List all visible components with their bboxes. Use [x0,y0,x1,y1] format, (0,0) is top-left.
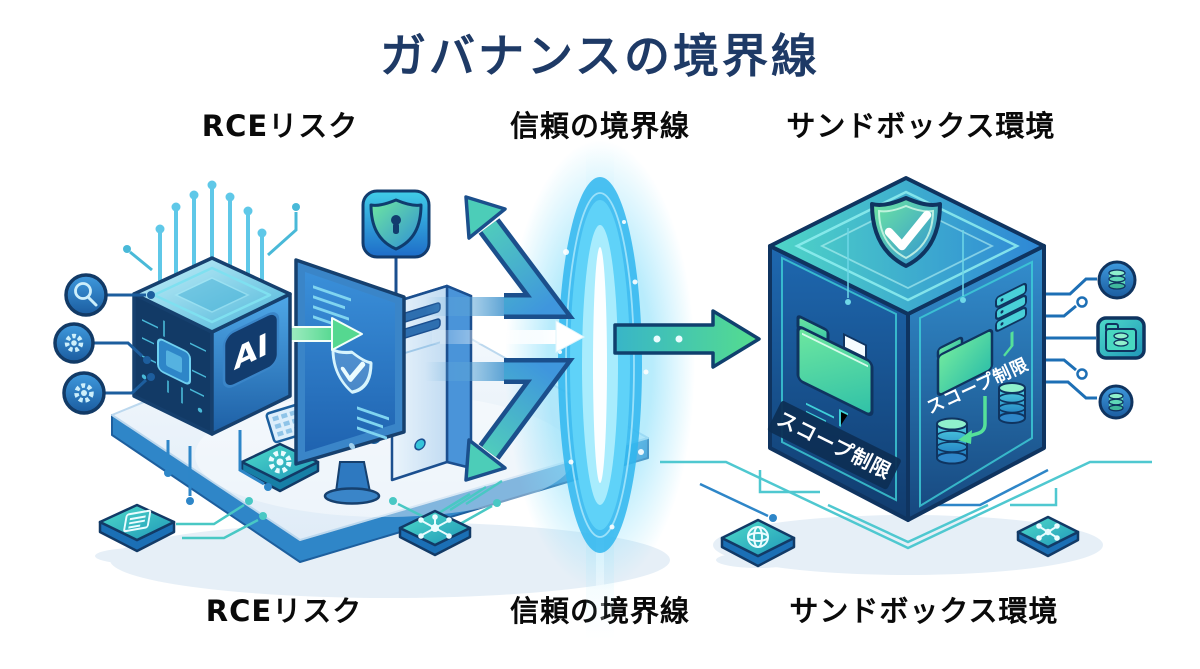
shield-lock-badge-icon [361,189,431,259]
gear-icon [53,322,95,364]
chip-pin-tips [155,180,267,238]
label-top-sandbox: サンドボックス環境 [786,109,1056,143]
folder-icon [796,315,874,427]
incoming-arrow [432,320,586,353]
pass-through-arrow [613,309,761,369]
lens-sparkles [558,220,649,530]
scope-arrow-head [958,430,972,444]
folder-icon [936,282,1027,396]
left-node-traces [92,291,155,395]
shield-check-screen-icon [313,285,389,450]
network-tile-icon [1016,515,1080,558]
platform-shadow [110,522,670,598]
server-icon [995,282,1027,332]
database-circle-icon [1097,260,1137,300]
circuit-traces-left [176,479,503,540]
boundary-lens [505,140,695,590]
tile-shadow [95,548,179,564]
chip-pins [158,188,264,283]
hub-tile-icon [398,509,472,557]
document-tile-icon [98,503,176,553]
label-top-rce-risk: RCEリスク [201,109,359,143]
shield-check-cube-icon [870,196,942,268]
sandbox-scene: スコープ制限 スコープ制限 [660,176,1152,575]
page-title: ガバナンスの境界線 [379,29,821,83]
magnifier-icon [64,273,108,317]
label-bottom-sandbox: サンドボックス環境 [789,594,1059,628]
rce-risk-scene: AI [53,180,670,598]
monitor [294,258,406,505]
chip-elbow-traces [123,203,300,272]
database-circle-icon [1098,384,1134,420]
database-icon [998,382,1026,424]
bounce-arrow-up [425,195,575,319]
chip-to-monitor-arrow [279,317,363,351]
chip-bottom-traces [164,430,272,505]
scope-arrow [965,396,987,439]
cube-shadow [713,515,1103,575]
label-bottom-rce-risk: RCEリスク [205,594,363,628]
gear-icon [62,371,106,415]
right-node-traces [1046,277,1097,400]
label-top-trust-boundary: 信頼の境界線 [509,109,691,143]
ai-chip: AI [123,180,300,505]
trust-boundary-scene [425,140,761,640]
bounce-arrow-down [425,358,575,482]
folder-database-icon [1096,316,1146,360]
database-icon [936,417,968,465]
sandbox-cube: スコープ制限 スコープ制限 [767,176,1046,522]
globe-tile-icon [720,518,796,568]
